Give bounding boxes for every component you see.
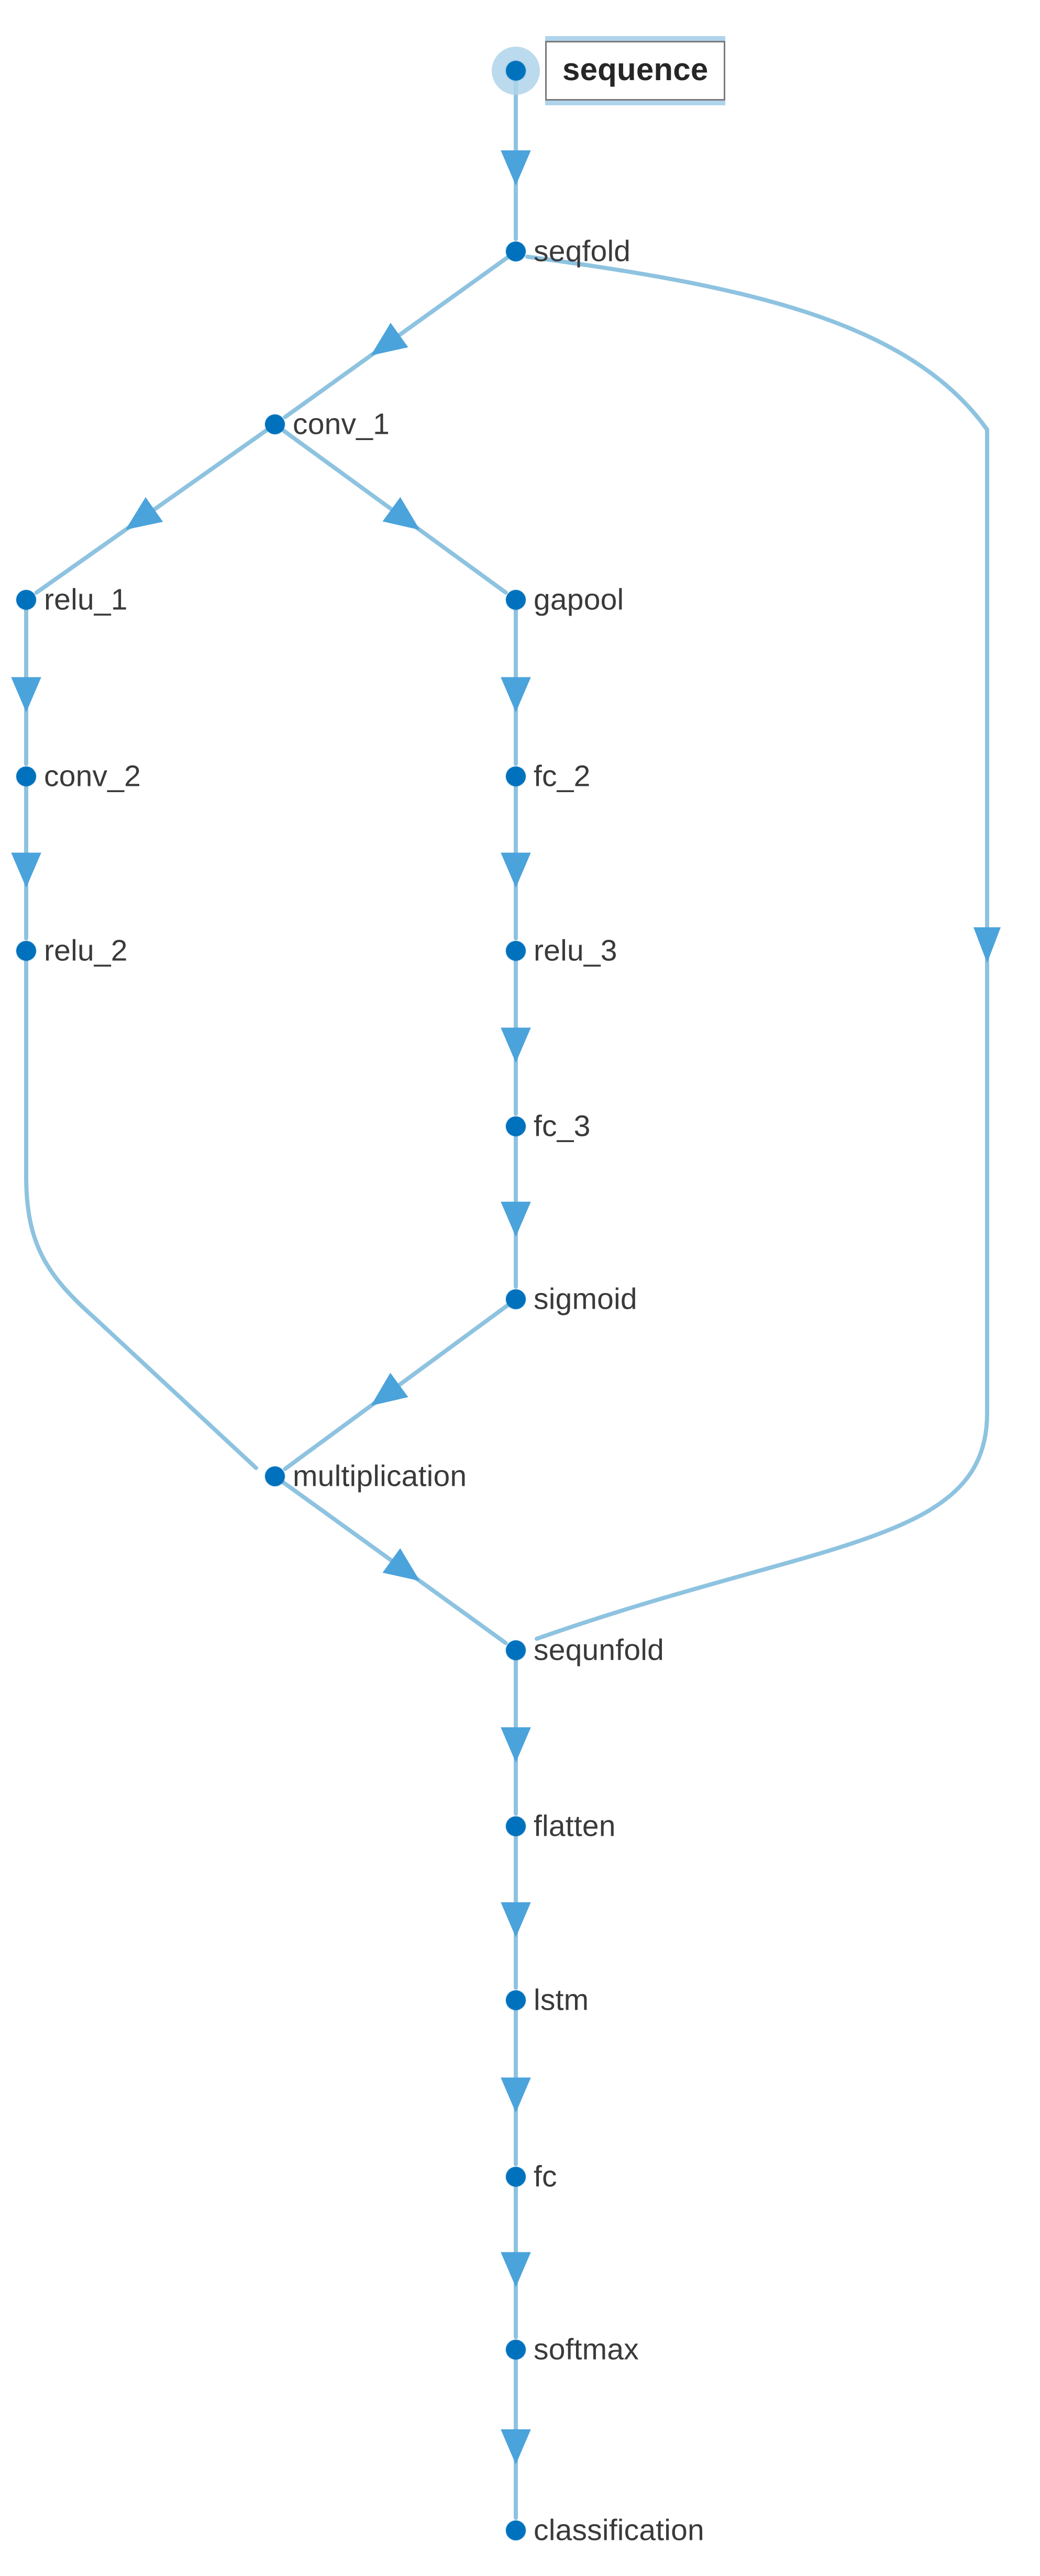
node-dot-icon [506,2340,526,2360]
node-label: multiplication [293,1459,467,1493]
node-label: relu_2 [44,934,128,968]
node-dot-icon [16,941,36,961]
node-label: relu_1 [44,583,128,617]
node-dot-icon [16,590,36,610]
node-label: flatten [534,1809,616,1843]
node-dot-icon [506,242,526,261]
node-label: softmax [534,2332,639,2366]
node-dot-icon [506,2520,526,2540]
edge-sigmoid-to-multiplication [283,1303,510,1471]
node-dot-icon [16,766,36,786]
node-label: fc_3 [534,1109,591,1143]
node-dot-icon [506,1990,526,2010]
edge-multiplication-to-sequnfold [281,1480,508,1645]
node-dot-icon [506,1816,526,1836]
node-dot-icon [506,1640,526,1660]
node-label: conv_1 [293,407,390,441]
node-dot-icon [506,766,526,786]
node-dot-icon [506,941,526,961]
node-dot-icon [506,2167,526,2187]
node-dot-icon [506,1116,526,1136]
node-dot-icon [506,1289,526,1309]
edge-seqfold-to-conv_1 [283,255,510,420]
node-label: fc [534,2160,557,2194]
node-label: classification [534,2513,704,2547]
node-label: conv_2 [44,759,141,793]
node-label: sequence [545,41,726,101]
edge-relu_2-to-multiplication [24,959,258,1470]
node-label: fc_2 [534,759,591,793]
node-label: sequnfold [534,1633,665,1667]
edge-conv_1-to-gapool [281,428,508,595]
node-label: relu_3 [534,934,617,968]
edge-conv_1-to-relu_1 [34,428,269,595]
node-dot-icon [506,590,526,610]
node-label: sigmoid [534,1282,637,1316]
edge-arrow-icon [973,927,1001,963]
node-label: seqfold [534,234,631,268]
node-dot-icon [265,1466,285,1486]
node-label: gapool [534,583,624,617]
node-label: lstm [534,1983,589,2017]
node-dot-icon [265,414,285,434]
node-dot-icon [506,61,526,81]
